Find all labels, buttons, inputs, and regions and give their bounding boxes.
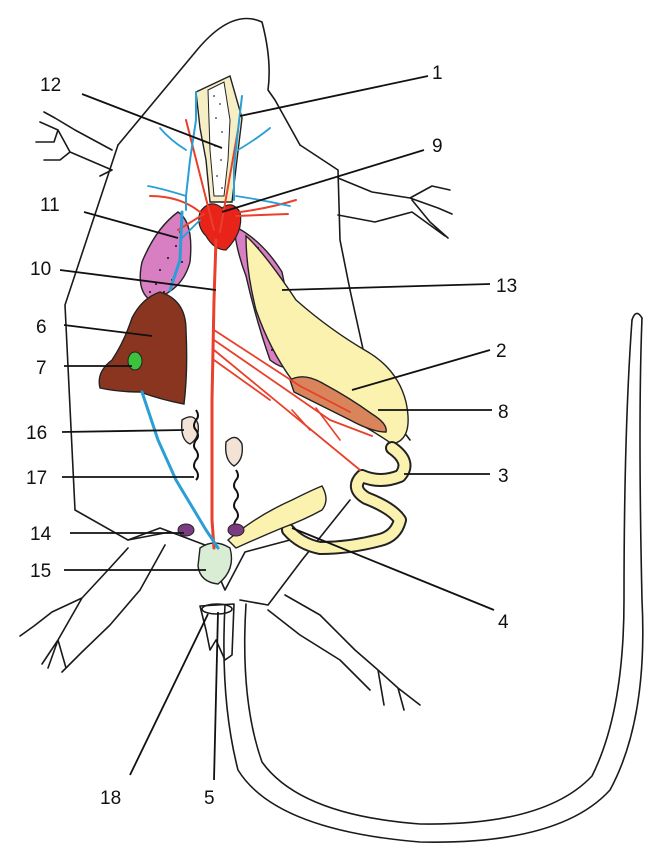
liver	[99, 292, 186, 404]
tail-tip	[632, 313, 642, 320]
label-10: 10	[30, 259, 51, 280]
left-front-leg	[36, 112, 112, 176]
right-front-leg	[338, 178, 452, 238]
number-labels: 1 2 3 4 5 6 7 8 9 10 11 12 13 14 15 16 1…	[26, 63, 517, 809]
label-4: 4	[498, 612, 509, 633]
label-17: 17	[26, 468, 47, 489]
label-16: 16	[26, 423, 47, 444]
leader-lines	[60, 76, 494, 780]
right-gonad	[228, 524, 244, 536]
label-3: 3	[498, 466, 509, 487]
right-kidney	[226, 437, 243, 466]
label-14: 14	[30, 524, 52, 545]
label-2: 2	[496, 341, 507, 362]
leader-13	[282, 284, 490, 290]
leader-18	[130, 614, 208, 775]
label-6: 6	[36, 317, 47, 338]
label-13: 13	[496, 276, 517, 297]
label-18: 18	[100, 788, 121, 809]
label-5: 5	[204, 788, 215, 809]
leader-5	[214, 612, 218, 780]
heart	[199, 204, 241, 250]
leader-10	[60, 270, 216, 290]
left-lung	[140, 212, 191, 300]
label-12: 12	[40, 75, 61, 96]
right-hind-leg	[268, 595, 420, 710]
dorsal-aorta	[212, 240, 216, 548]
label-1: 1	[432, 63, 443, 84]
label-11: 11	[40, 195, 60, 216]
fat-bodies	[194, 410, 238, 530]
label-7: 7	[36, 358, 47, 379]
label-9: 9	[432, 136, 443, 157]
label-8: 8	[498, 402, 509, 423]
left-gonad	[178, 524, 194, 536]
stomach	[246, 236, 408, 444]
label-15: 15	[30, 561, 51, 582]
gallbladder	[128, 352, 142, 370]
leader-16	[62, 430, 184, 432]
